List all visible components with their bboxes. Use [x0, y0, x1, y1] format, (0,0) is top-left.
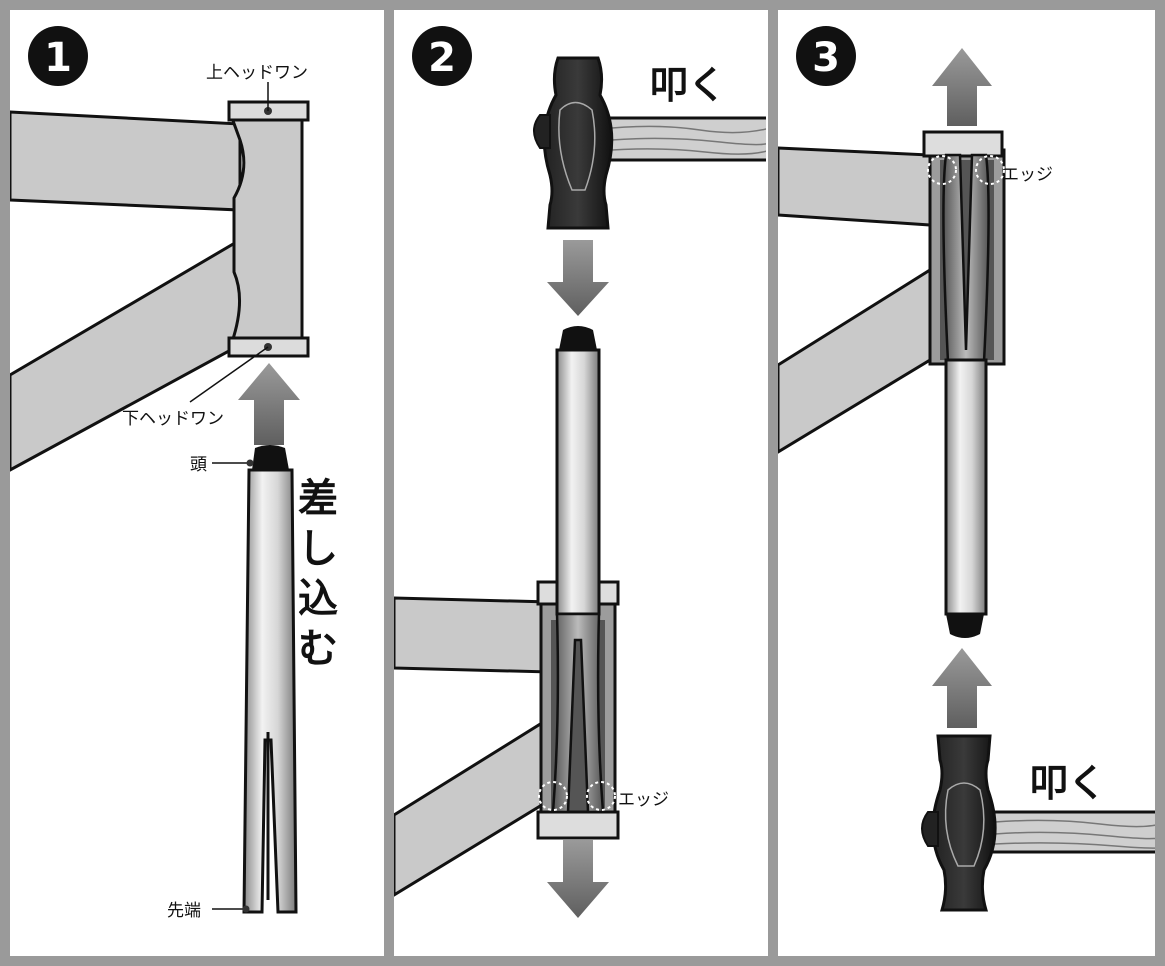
strike-up-arrow	[932, 648, 992, 728]
remover-tool-2	[555, 348, 601, 616]
edge-marker-left-2	[538, 781, 568, 811]
edge-marker-left-3	[927, 155, 957, 185]
hammer-head	[542, 56, 614, 230]
panel-3	[778, 48, 1155, 912]
remover-tool	[242, 468, 298, 914]
action-strike-3: 叩く	[1030, 761, 1106, 805]
action-insert-char-3: 込	[298, 576, 338, 622]
top-tube-2	[394, 596, 552, 674]
panel-1	[10, 82, 310, 914]
action-insert-char-4: む	[298, 626, 338, 672]
step-badge-1	[28, 26, 88, 86]
step-badge-3	[796, 26, 856, 86]
edge-marker-right-3	[975, 155, 1005, 185]
strike-down-arrow	[547, 240, 609, 316]
step-number-1: 1	[44, 35, 72, 81]
step-number-3: 3	[812, 35, 840, 81]
hammer-handle-3	[983, 810, 1155, 854]
label-lower-head-cup: 下ヘッドワン	[122, 409, 224, 429]
tool-head	[252, 445, 289, 470]
step-number-2: 2	[428, 35, 456, 81]
hammer-head-3	[931, 734, 997, 912]
label-edge-3: エッジ	[1002, 165, 1053, 185]
label-tip: 先端	[167, 901, 201, 921]
label-upper-head-cup: 上ヘッドワン	[206, 63, 308, 83]
push-out-arrow	[547, 840, 609, 918]
panel-2	[394, 56, 766, 918]
edge-marker-right-2	[586, 781, 616, 811]
label-head: 頭	[190, 455, 207, 475]
top-tube	[10, 110, 242, 212]
step-badge-2	[412, 26, 472, 86]
head-tube	[229, 116, 304, 344]
action-strike-2: 叩く	[650, 63, 726, 107]
action-insert-char-1: 差	[298, 476, 338, 522]
label-edge-2: エッジ	[618, 790, 669, 810]
action-insert-char-2: し	[298, 526, 338, 572]
insert-arrow	[238, 363, 300, 445]
remover-tool-3	[944, 358, 988, 616]
top-tube-3	[778, 146, 932, 227]
pull-up-arrow	[932, 48, 992, 126]
upper-cup-3	[922, 130, 1004, 158]
lower-cup-2	[536, 810, 620, 840]
